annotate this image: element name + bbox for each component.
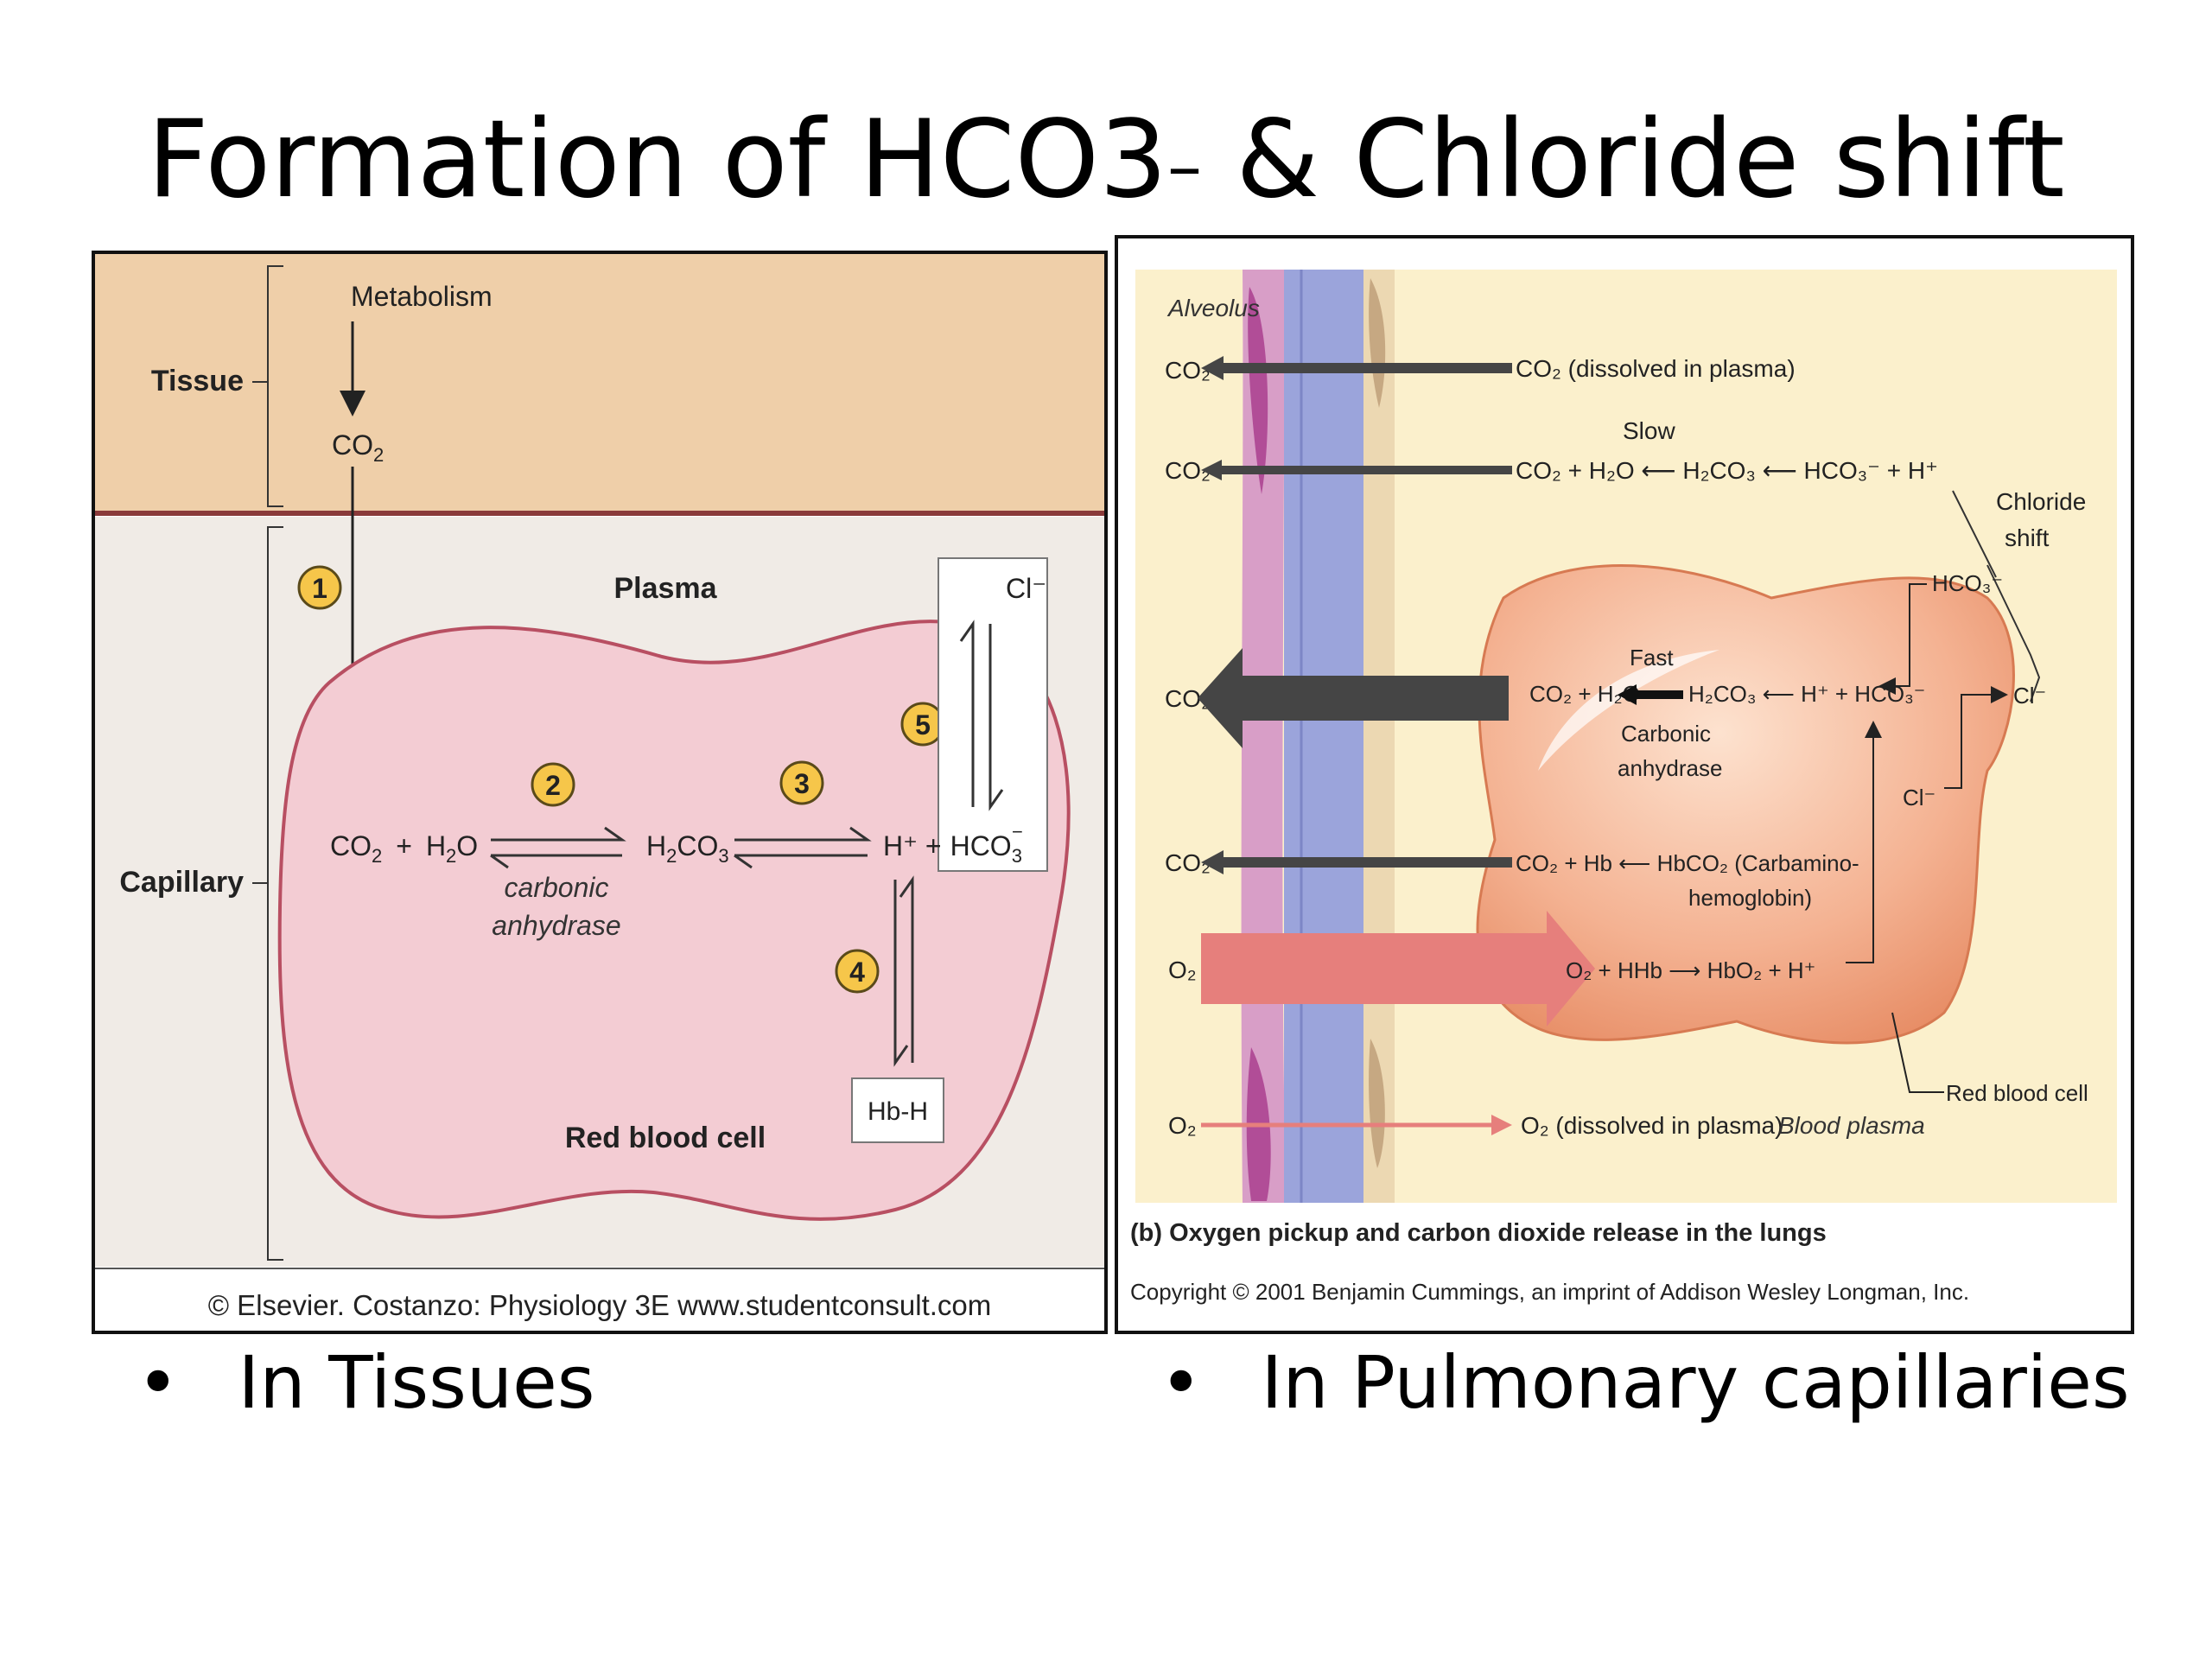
step-badge: 2 [531,762,575,807]
cl-in: Cl⁻ [1903,785,1936,810]
h-plus-path [1846,721,1882,963]
carbonic-label: anhydrase [1618,755,1722,781]
reaction-h2co3: H2CO3 [646,830,729,867]
step-badge: 4 [835,949,880,994]
step-badge: 3 [779,760,824,805]
row-oxyhemoglobin: O₂ + HHb ⟶ HbO₂ + H⁺ [1566,957,1815,983]
rbc-pointer [1891,1012,1944,1093]
o2-alveolus: O₂ [1168,957,1197,983]
catalyst-label: carbonic [505,872,609,903]
hb-equilibrium-arrows [893,875,914,1067]
equilibrium-arrows [734,826,872,869]
reaction-co2-h2o: CO2+H2O [330,830,478,867]
svg-text:4: 4 [849,957,865,988]
tissue-region [95,254,1104,513]
carbonic-label: Carbonic [1621,721,1711,747]
slow-label: Slow [1623,417,1675,444]
bullet-item: •In Tissues [137,1340,595,1425]
lung-diagram: Alveolus CO₂ CO₂ (dissolved in plasma) S… [1115,235,2134,1334]
o2-uptake-arrow [1201,933,1547,1004]
svg-text:5: 5 [915,709,931,741]
step-badge: 1 [297,565,342,610]
rbc-label: Red blood cell [565,1122,766,1154]
equilibrium-arrows [490,826,626,869]
row-co2-plasma: CO₂ (dissolved in plasma) [1516,355,1796,382]
chloride-box [938,557,1048,872]
bullet-item: •In Pulmonary capillaries [1160,1340,2130,1425]
plasma-label: Plasma [613,572,717,605]
row-fast-mid: H₂CO₃ ⟵ H⁺ + HCO₃⁻ [1688,681,1925,707]
fast-label: Fast [1630,645,1674,671]
alveolus-label: Alveolus [1166,295,1260,321]
metabolism-label: Metabolism [351,281,493,312]
reaction-hplus-hco3: H⁺ +HCO3− [883,821,1023,867]
red-blood-cell [277,620,1071,1221]
row-slow-reaction: CO₂ + H₂O ⟵ H₂CO₃ ⟵ HCO₃⁻ + H⁺ [1516,457,1938,484]
step-badge: 5 [900,702,945,747]
row-carbamino: CO₂ + Hb ⟵ HbCO₂ (Carbamino- [1516,850,1859,876]
slide-title: Formation of HCO3– & Chloride shift [147,98,2065,222]
blood-plasma-label: Blood plasma [1778,1112,1925,1139]
figure-caption: (b) Oxygen pickup and carbon dioxide rel… [1130,1219,1827,1247]
svg-text:1: 1 [312,573,327,604]
endothelium [1363,270,1395,1203]
credit-text: © Elsevier. Costanzo: Physiology 3E www.… [208,1289,992,1321]
row-carbamino-2: hemoglobin) [1688,885,1812,911]
chloride-shift-label: Chloride [1996,488,2086,515]
svg-text:3: 3 [794,768,810,799]
row-o2-plasma: O₂ (dissolved in plasma) [1521,1112,1783,1139]
endothelial-cell [1369,278,1386,408]
rbc-label: Red blood cell [1946,1080,2088,1106]
tissue-co2: CO2 [332,429,384,466]
svg-text:2: 2 [545,770,561,801]
chloride-ion: Cl⁻ [1006,573,1046,604]
hco3-out: HCO₃⁻ [1932,570,2003,596]
o2-alveolus: O₂ [1168,1112,1197,1139]
cl-out: Cl⁻ [2013,683,2046,709]
catalyst-label: anhydrase [492,910,620,941]
chloride-shift-label: shift [2005,524,2050,551]
capillary-label: Capillary [119,866,244,899]
cl-in-path [1944,694,1979,789]
tissue-label: Tissue [151,365,244,397]
alveolar-cell [1248,287,1268,494]
co2-fast-arrow [1236,676,1509,721]
hco3-path [1878,583,1927,695]
tissue-diagram: Tissue Capillary Metabolism CO2 Plasma R… [92,251,1108,1334]
chloride-exchange-arrows [959,620,1004,811]
hbh-box [851,1077,944,1143]
hbh-label: Hb-H [868,1097,928,1126]
copyright-text: Copyright © 2001 Benjamin Cummings, an i… [1130,1279,1969,1305]
co2-alveolus: CO₂ [1165,357,1211,384]
endothelial-cell [1369,1039,1385,1168]
capillary-wall [1284,270,1363,1203]
chloride-bracket [1952,490,2041,702]
